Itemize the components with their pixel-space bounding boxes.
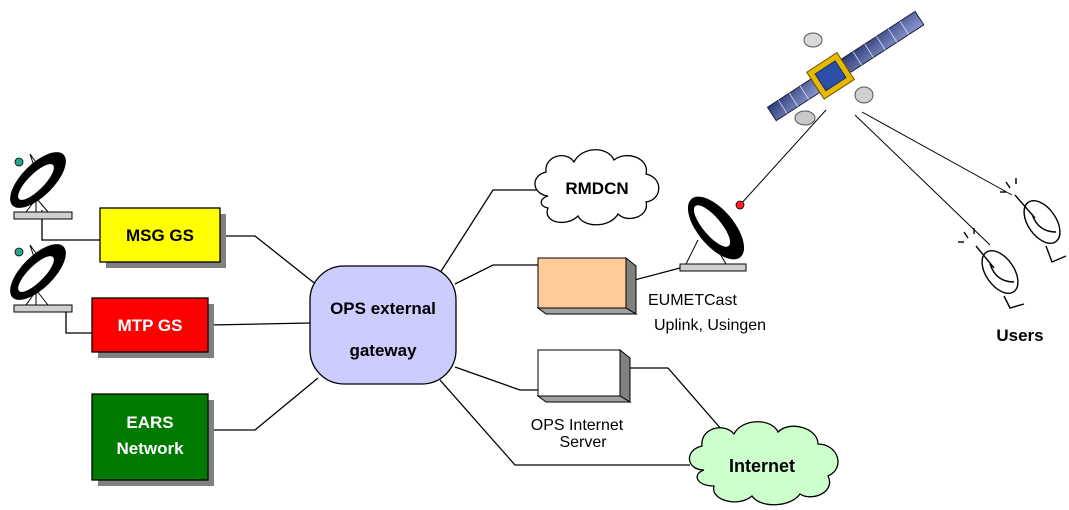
radio-links (739, 109, 1013, 246)
ops-gateway-node: OPS external gateway (309, 265, 457, 385)
ears-label-line1: EARS (126, 413, 173, 432)
mtp-gs-label: MTP GS (118, 316, 183, 335)
eumetcast-box: EUMETCast Uplink, Usingen (536, 256, 766, 334)
msg-gs-label: MSG GS (126, 226, 194, 245)
eumetcast-caption-line2: Uplink, Usingen (654, 317, 766, 334)
line-antenna-mtp (65, 312, 92, 334)
line-gateway-opsserver (454, 366, 538, 391)
line-mtp-gateway (209, 322, 311, 326)
line-gateway-rmdcn (437, 189, 538, 277)
line-msg-gateway (220, 235, 319, 287)
internet-cloud: Internet (688, 421, 839, 506)
line-antenna-msg (41, 210, 100, 241)
uplink-dish-icon (679, 196, 747, 272)
gateway-label-line1: OPS external (330, 299, 436, 318)
ears-network-node: EARS Network (91, 393, 214, 486)
line-gateway-eumetcast (454, 264, 538, 285)
line-opsserver-internet (630, 367, 723, 431)
internet-label: Internet (729, 456, 795, 476)
dish-antenna-icon (10, 152, 73, 313)
msg-gs-node: MSG GS (99, 207, 226, 268)
receiver-dish-icon (958, 178, 1067, 309)
gateway-label-line2: gateway (349, 341, 417, 360)
line-ears-gateway (210, 377, 319, 431)
ops-server-caption-line2: Server (559, 434, 607, 451)
ops-server-caption-line1: OPS Internet (531, 417, 624, 434)
rmdcn-cloud: RMDCN (534, 149, 660, 226)
line-gateway-internet (439, 379, 690, 466)
rmdcn-label: RMDCN (565, 179, 628, 198)
ears-label-line2: Network (116, 439, 184, 458)
eumetcast-caption-line1: EUMETCast (648, 292, 737, 309)
ops-internet-server: OPS Internet Server (531, 348, 632, 451)
mtp-gs-node: MTP GS (91, 297, 214, 358)
satellite-icon (766, 10, 925, 126)
users-label: Users (996, 326, 1043, 345)
